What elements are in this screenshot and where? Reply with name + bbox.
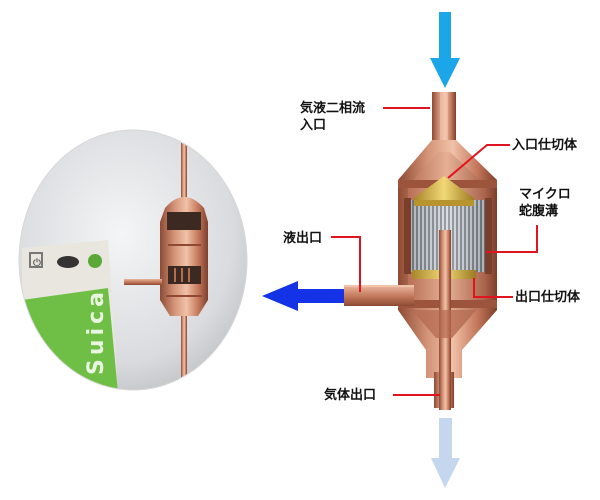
- gas-outlet-arrow-icon: [431, 418, 460, 488]
- leader-liquid-outlet: [331, 236, 361, 292]
- label-inlet-line1: 気液二相流: [300, 100, 365, 116]
- inlet-partition: [414, 176, 474, 204]
- label-inlet-partition: 入口仕切体: [512, 137, 578, 153]
- card-mark: ⏻: [33, 257, 41, 269]
- card-logo-icon: [88, 254, 102, 268]
- label-inlet-line2: 入口: [300, 118, 326, 133]
- leader-outlet-partition: [473, 278, 513, 298]
- liquid-outlet-arrow-icon: [262, 281, 344, 311]
- separator-cutaway: [344, 92, 497, 410]
- label-gas-outlet: 気体出口: [324, 387, 376, 403]
- leader-inlet-partition: [447, 144, 510, 179]
- leader-lines: [331, 107, 538, 396]
- photo-separator: [124, 130, 208, 390]
- leader-micro-channel: [486, 225, 538, 253]
- suica-card: ⏻ Suica: [22, 240, 118, 390]
- label-outlet-partition: 出口仕切体: [515, 289, 581, 305]
- label-micro-channel-line1: マイクロ: [519, 187, 571, 202]
- label-micro-channel-line2: 蛇腹溝: [519, 203, 558, 219]
- photo-frame: [18, 129, 248, 391]
- card-text: Suica: [84, 288, 109, 375]
- inlet-arrow-icon: [430, 12, 460, 88]
- label-liquid-outlet: 液出口: [283, 230, 322, 246]
- penguin-icon: [57, 256, 79, 268]
- liquid-outlet-pipe: [344, 286, 414, 306]
- product-photo: ⏻ Suica: [19, 130, 247, 390]
